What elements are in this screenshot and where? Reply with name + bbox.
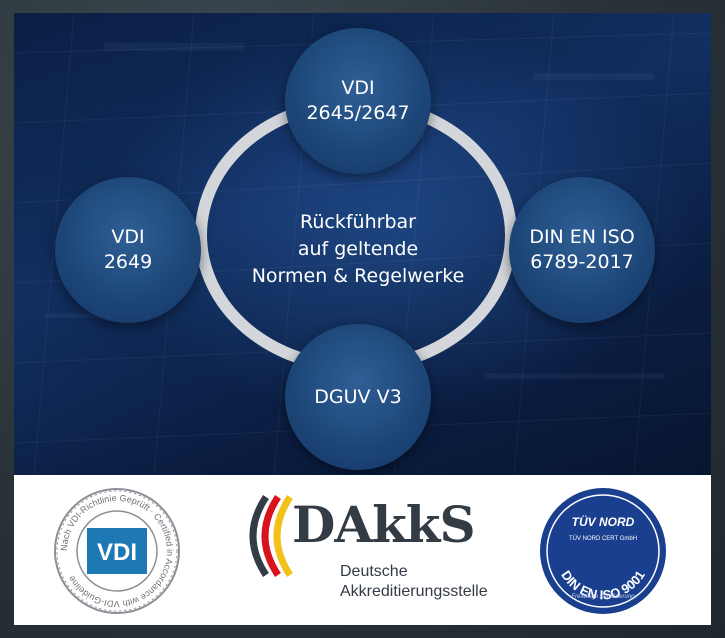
content-panel: Rückführbar auf geltende Normen & Regelw… — [14, 13, 711, 625]
tuv-company: TÜV NORD CERT GmbH — [569, 535, 637, 542]
dakks-subtitle: Deutsche Akkreditierungsstelle — [340, 563, 488, 600]
tuv-note: Freiwillige Zertifizierung — [571, 594, 635, 600]
certification-logos: Nach VDI-Richtlinie Geprüft · Certified … — [14, 475, 711, 625]
vdi-seal-logo: Nach VDI-Richtlinie Geprüft · Certified … — [54, 488, 180, 614]
node-vdi-2645-2647: VDI 2645/2647 — [285, 28, 431, 174]
node-label: DGUV V3 — [314, 385, 402, 408]
standards-diagram: Rückführbar auf geltende Normen & Regelw… — [14, 13, 711, 475]
node-label: VDI 2649 — [103, 226, 153, 273]
node-vdi-2649: VDI 2649 — [55, 177, 201, 323]
vdi-mark: VDI — [97, 539, 137, 566]
node-label: DIN EN ISO 6789-2017 — [529, 226, 635, 273]
tuv-nord-seal-logo: TÜV NORD TÜV NORD CERT GmbH DIN EN ISO 9… — [540, 488, 666, 614]
dakks-name: DAkkS — [292, 495, 476, 554]
node-label: VDI 2645/2647 — [306, 77, 410, 124]
node-dguv-v3: DGUV V3 — [285, 324, 431, 470]
center-caption: Rückführbar auf geltende Normen & Regelw… — [251, 211, 465, 287]
dakks-flag-icon — [249, 495, 293, 577]
node-din-en-iso-6789: DIN EN ISO 6789-2017 — [509, 177, 655, 323]
tuv-brand: TÜV NORD — [572, 514, 635, 529]
